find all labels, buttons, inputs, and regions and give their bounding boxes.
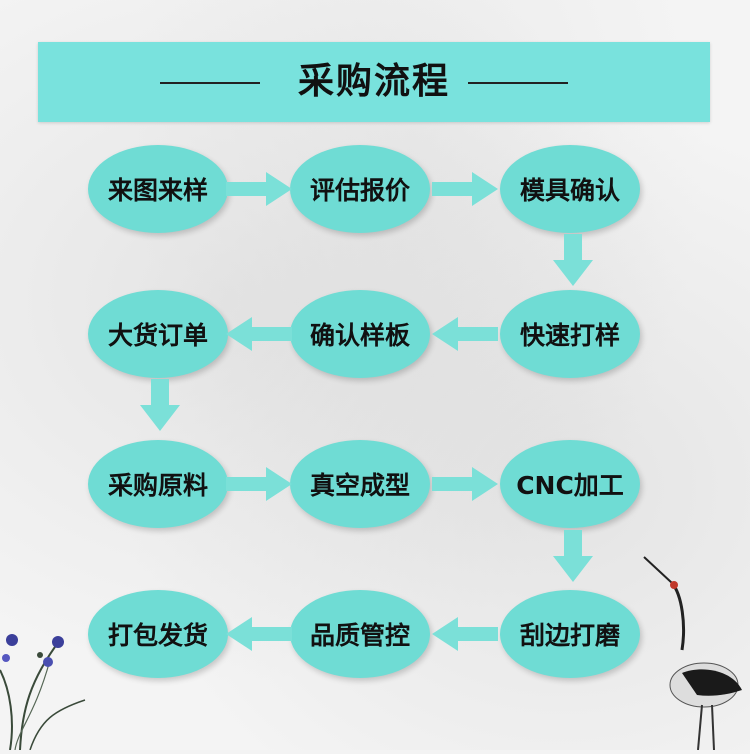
step-1: 来图来样 xyxy=(88,145,228,233)
step-label: 快速打样 xyxy=(519,321,620,350)
step-label: 大货订单 xyxy=(107,321,208,350)
step-label: 品质管控 xyxy=(309,621,410,650)
step-6: 大货订单 xyxy=(88,290,228,378)
step-label: 确认样板 xyxy=(309,321,410,350)
step-5: 确认样板 xyxy=(290,290,430,378)
step-label: CNC加工 xyxy=(516,471,624,500)
step-label: 模具确认 xyxy=(519,176,620,205)
step-label: 打包发货 xyxy=(107,621,208,650)
step-label: 刮边打磨 xyxy=(519,621,620,650)
arrow-down-icon xyxy=(553,234,593,286)
arrow-right-icon xyxy=(226,467,292,501)
step-2: 评估报价 xyxy=(290,145,430,233)
arrow-down-icon xyxy=(140,379,180,431)
arrow-left-icon xyxy=(226,317,292,351)
arrow-down-icon xyxy=(553,530,593,582)
step-10: 刮边打磨 xyxy=(500,590,640,678)
step-4: 快速打样 xyxy=(500,290,640,378)
arrow-left-icon xyxy=(432,317,498,351)
step-3: 模具确认 xyxy=(500,145,640,233)
arrow-right-icon xyxy=(432,172,498,206)
step-12: 打包发货 xyxy=(88,590,228,678)
step-11: 品质管控 xyxy=(290,590,430,678)
step-label: 真空成型 xyxy=(309,471,410,500)
arrow-left-icon xyxy=(226,617,292,651)
header-banner: 采购流程 xyxy=(38,42,710,122)
step-7: 采购原料 xyxy=(88,440,228,528)
step-label: 来图来样 xyxy=(107,176,208,205)
arrow-left-icon xyxy=(432,617,498,651)
step-label: 采购原料 xyxy=(107,471,208,500)
arrow-right-icon xyxy=(432,467,498,501)
title-rule-left xyxy=(160,82,260,84)
step-8: 真空成型 xyxy=(290,440,430,528)
page-title: 采购流程 xyxy=(297,61,450,102)
crane-bird-icon xyxy=(642,555,750,754)
step-9: CNC加工 xyxy=(500,440,640,528)
step-label: 评估报价 xyxy=(309,176,410,205)
orchid-decoration-icon xyxy=(0,600,90,754)
title-rule-right xyxy=(468,82,568,84)
arrow-right-icon xyxy=(226,172,292,206)
